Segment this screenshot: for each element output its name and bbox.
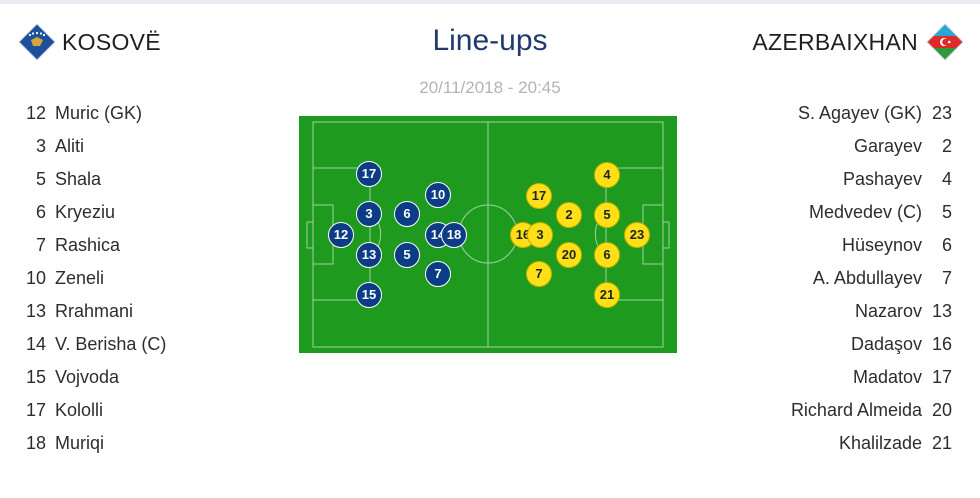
player-number: 3	[35, 136, 46, 156]
player-number: 5	[941, 202, 952, 222]
away-player-row[interactable]: Richard Almeida 20	[791, 396, 952, 429]
home-team-name: KOSOVË	[62, 28, 161, 55]
player-number: 7	[35, 235, 46, 255]
player-number: 6	[35, 202, 46, 222]
player-name: Nazarov	[854, 301, 922, 321]
player-name: Kololli	[55, 400, 104, 420]
player-name: Zeneli	[55, 268, 105, 288]
away-player-marker[interactable]: 6	[594, 242, 620, 268]
away-player-row[interactable]: Pashayev 4	[791, 165, 952, 198]
away-player-marker[interactable]: 4	[594, 162, 620, 188]
away-player-row[interactable]: Madatov 17	[791, 363, 952, 396]
away-player-marker[interactable]: 23	[624, 222, 650, 248]
away-player-row[interactable]: S. Agayev (GK) 23	[791, 99, 952, 132]
home-player-row[interactable]: 5 Shala	[18, 165, 166, 198]
home-player-row[interactable]: 18 Muriqi	[18, 429, 166, 462]
player-name: Aliti	[55, 136, 85, 156]
player-name: Muriqi	[55, 433, 105, 453]
player-name: Shala	[55, 169, 102, 189]
away-player-marker[interactable]: 2	[556, 202, 582, 228]
away-player-marker[interactable]: 3	[527, 222, 553, 248]
player-number: 13	[25, 301, 46, 321]
home-player-marker[interactable]: 13	[356, 242, 382, 268]
player-name: Rashica	[55, 235, 121, 255]
player-number: 18	[25, 433, 46, 453]
player-number: 10	[25, 268, 46, 288]
player-name: Kryeziu	[55, 202, 116, 222]
home-player-row[interactable]: 17 Kololli	[18, 396, 166, 429]
home-player-row[interactable]: 13 Rrahmani	[18, 297, 166, 330]
player-number: 12	[25, 103, 46, 123]
home-player-marker[interactable]: 6	[394, 201, 420, 227]
home-player-row[interactable]: 15 Vojvoda	[18, 363, 166, 396]
player-number: 5	[35, 169, 46, 189]
away-player-row[interactable]: Hüseynov 6	[791, 231, 952, 264]
player-number: 13	[931, 301, 952, 321]
player-number: 2	[941, 136, 952, 156]
home-player-row[interactable]: 7 Rashica	[18, 231, 166, 264]
player-name: Garayev	[853, 136, 922, 156]
away-player-marker[interactable]: 21	[594, 282, 620, 308]
home-player-marker[interactable]: 3	[356, 201, 382, 227]
player-number: 15	[25, 367, 46, 387]
player-number: 4	[941, 169, 952, 189]
football-pitch: 17 3 12 13 15 6 5 10 14 18 7 4 17 2 5 16…	[299, 116, 677, 353]
player-number: 20	[931, 400, 952, 420]
pitch-markings	[306, 121, 670, 348]
player-name: Hüseynov	[841, 235, 922, 255]
player-name: S. Agayev (GK)	[797, 103, 922, 123]
player-number: 21	[931, 433, 952, 453]
home-player-marker[interactable]: 17	[356, 161, 382, 187]
home-player-marker[interactable]: 18	[441, 222, 467, 248]
player-name: Dadaşov	[850, 334, 922, 354]
home-player-marker[interactable]: 15	[356, 282, 382, 308]
away-lineup-list: S. Agayev (GK) 23 Garayev 2 Pashayev 4 Medv…	[791, 99, 952, 462]
player-name: A. Abdullayev	[812, 268, 922, 288]
home-player-row[interactable]: 6 Kryeziu	[18, 198, 166, 231]
away-player-row[interactable]: Dadaşov 16	[791, 330, 952, 363]
home-lineup-list: 12 Muric (GK) 3 Aliti 5 Shala 6 Kryeziu 7 Ras…	[18, 99, 166, 462]
player-name: Rrahmani	[55, 301, 134, 321]
page-title: Line-ups	[432, 24, 548, 57]
player-name: Pashayev	[842, 169, 922, 189]
away-player-row[interactable]: Nazarov 13	[791, 297, 952, 330]
player-name: Vojvoda	[55, 367, 120, 387]
away-player-row[interactable]: Khalilzade 21	[791, 429, 952, 462]
azerbaijan-flag-icon	[926, 23, 964, 61]
away-player-marker[interactable]: 17	[526, 183, 552, 209]
player-name: Richard Almeida	[790, 400, 922, 420]
player-number: 23	[931, 103, 952, 123]
home-team-header: KOSOVË	[18, 23, 161, 61]
home-player-marker[interactable]: 12	[328, 222, 354, 248]
player-name: Madatov	[852, 367, 922, 387]
top-divider	[0, 0, 980, 4]
home-player-marker[interactable]: 10	[425, 182, 451, 208]
kosovo-flag-icon	[18, 23, 56, 61]
player-name: Muric (GK)	[55, 103, 142, 123]
home-player-row[interactable]: 3 Aliti	[18, 132, 166, 165]
home-player-marker[interactable]: 5	[394, 242, 420, 268]
home-player-row[interactable]: 12 Muric (GK)	[18, 99, 166, 132]
away-player-marker[interactable]: 7	[526, 261, 552, 287]
away-team-name: AZERBAIXHAN	[752, 28, 918, 55]
player-name: V. Berisha (C)	[55, 334, 167, 354]
player-name: Khalilzade	[838, 433, 922, 453]
home-player-marker[interactable]: 7	[425, 261, 451, 287]
player-number: 6	[941, 235, 952, 255]
away-player-row[interactable]: Medvedev (C) 5	[791, 198, 952, 231]
home-player-row[interactable]: 14 V. Berisha (C)	[18, 330, 166, 363]
player-number: 16	[931, 334, 952, 354]
home-player-row[interactable]: 10 Zeneli	[18, 264, 166, 297]
away-player-marker[interactable]: 5	[594, 202, 620, 228]
player-number: 14	[25, 334, 46, 354]
away-player-row[interactable]: A. Abdullayev 7	[791, 264, 952, 297]
away-team-header: AZERBAIXHAN	[752, 23, 964, 61]
player-number: 17	[931, 367, 952, 387]
match-datetime: 20/11/2018 - 20:45	[419, 78, 561, 97]
player-number: 17	[25, 400, 46, 420]
away-player-row[interactable]: Garayev 2	[791, 132, 952, 165]
away-player-marker[interactable]: 20	[556, 242, 582, 268]
player-number: 7	[941, 268, 952, 288]
player-name: Medvedev (C)	[808, 202, 922, 222]
